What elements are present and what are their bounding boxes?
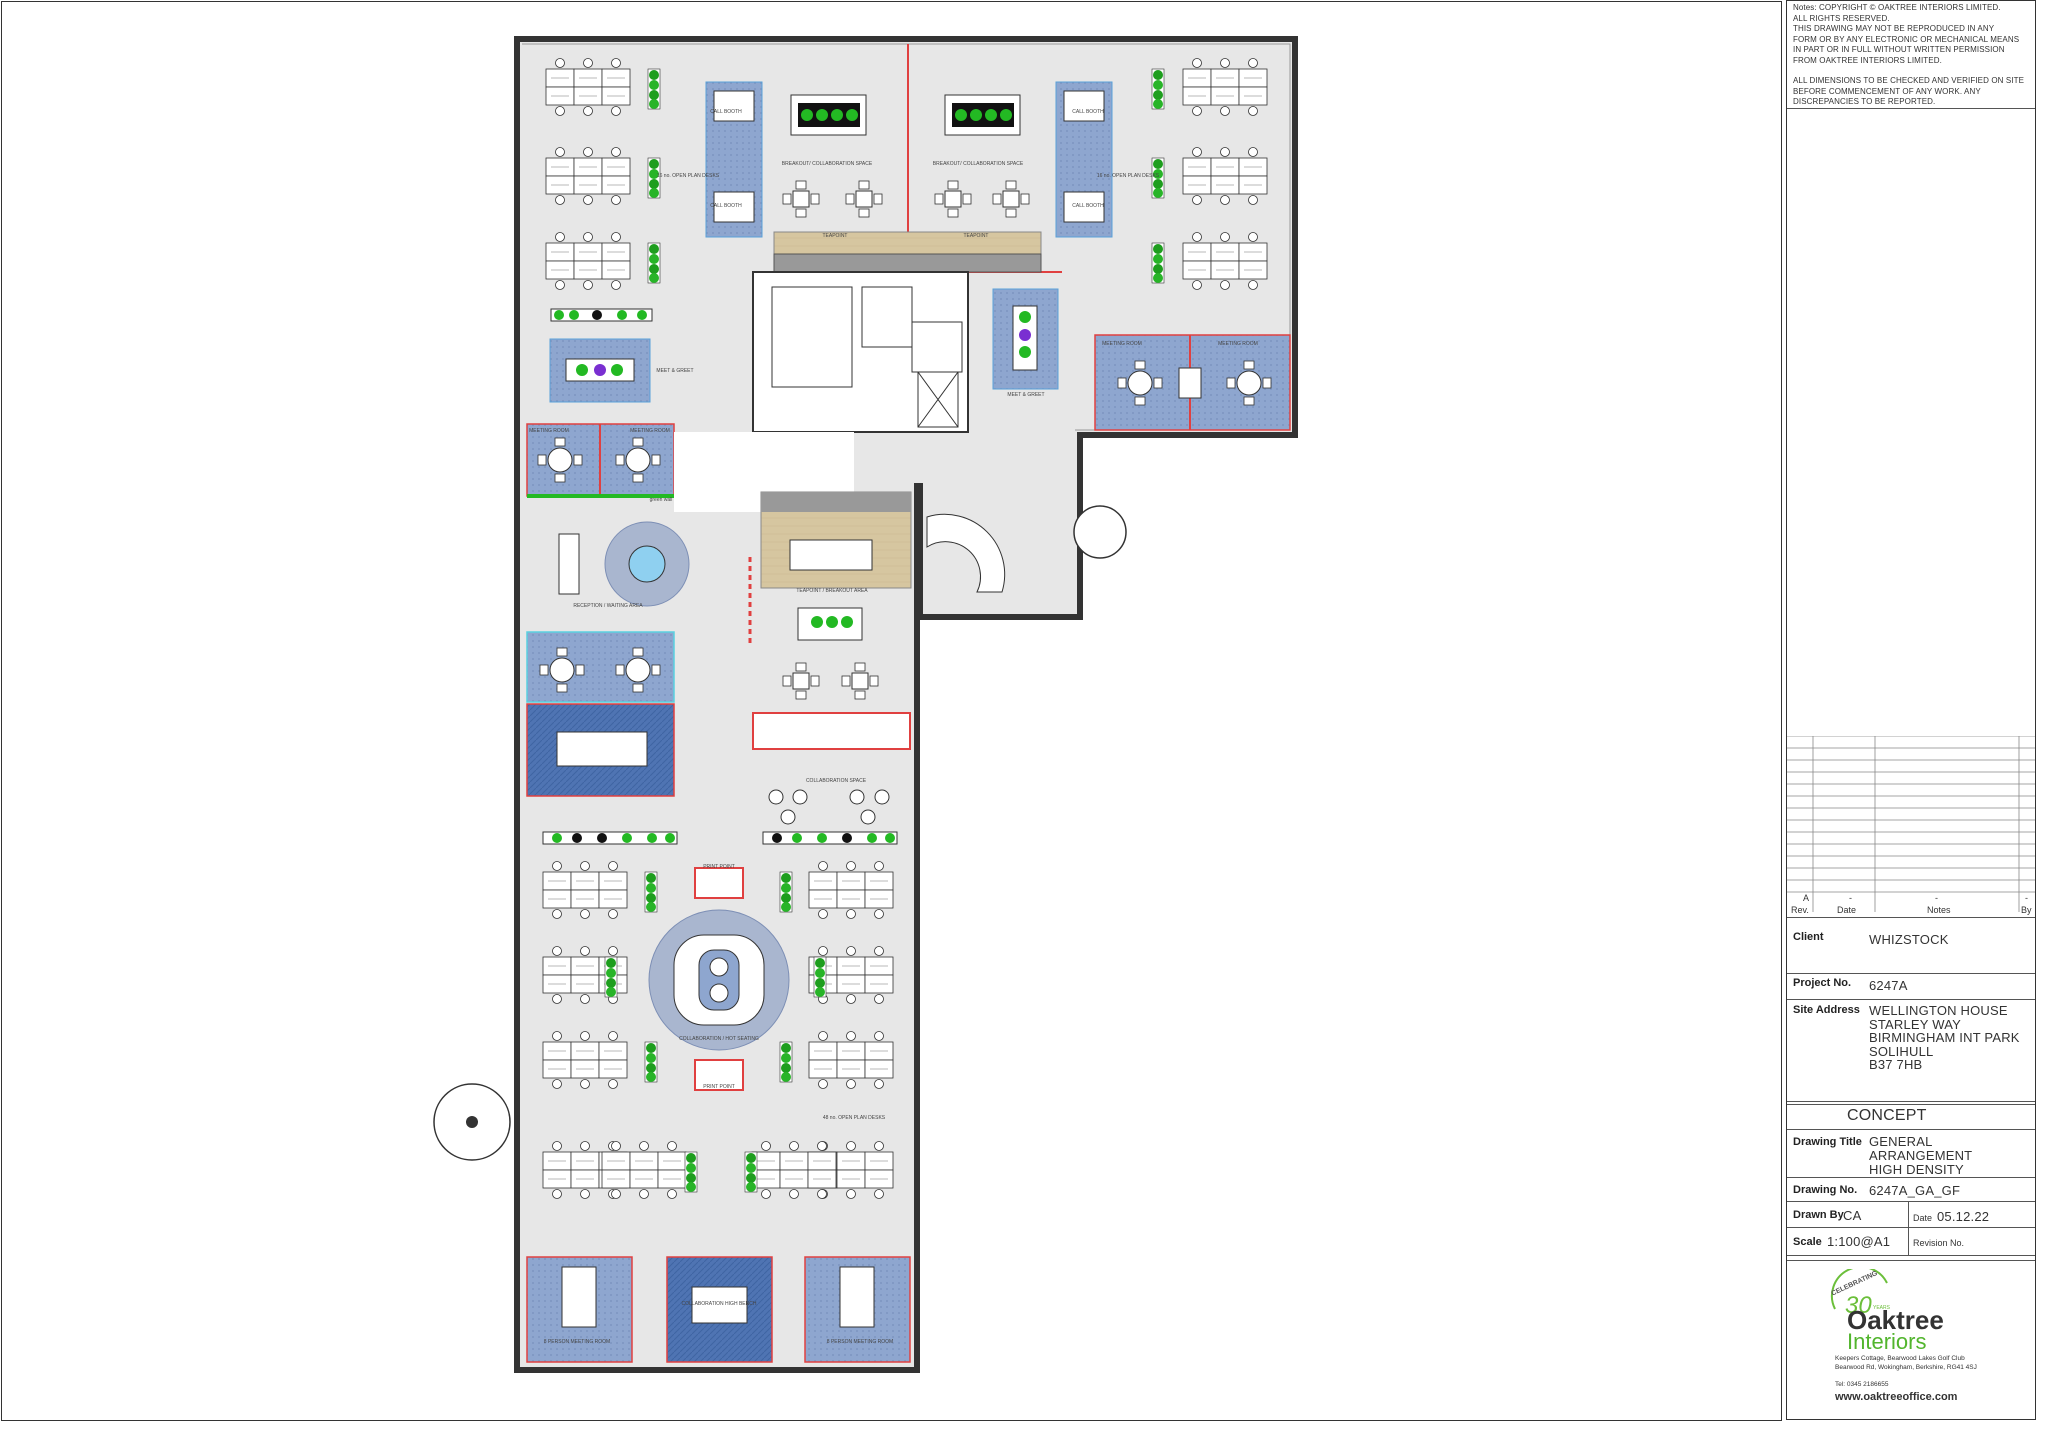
print-point-top	[694, 867, 744, 899]
print-point-bottom	[694, 1059, 744, 1091]
plan-label-open-plan-left: 16 no. OPEN PLAN DESKS	[657, 173, 720, 179]
drawn-by-label: Drawn By	[1793, 1209, 1844, 1221]
logo-name: Oaktree	[1847, 1305, 1944, 1335]
project-value: 6247A	[1869, 978, 1908, 993]
plan-label-meeting-room-4: MEETING ROOM	[1218, 341, 1258, 347]
drawing-title-label: Drawing Title	[1793, 1136, 1862, 1148]
plan-label-meeting-room-3: MEETING ROOM	[1102, 341, 1142, 347]
drawing-no-label: Drawing No.	[1793, 1184, 1858, 1196]
copyright-notes: Notes: COPYRIGHT © OAKTREE INTERIORS LIM…	[1793, 3, 2025, 106]
plan-label-meeting-room-2: MEETING ROOM	[630, 428, 670, 434]
site-address-value: WELLINGTON HOUSE STARLEY WAY BIRMINGHAM …	[1869, 1003, 2020, 1072]
website-link[interactable]: www.oaktreeoffice.com	[1835, 1391, 1958, 1403]
rev-value: A	[1803, 893, 1810, 903]
plan-label-booth-3: CALL BOOTH	[1072, 109, 1104, 115]
svg-text:30: 30	[1845, 1292, 1872, 1319]
drawing-title-value: GENERAL ARRANGEMENT HIGH DENSITY	[1869, 1134, 1973, 1177]
date-header: Date	[1837, 905, 1857, 915]
collab-seating	[768, 789, 890, 825]
plan-label-meeting-room-8-left: 8 PERSON MEETING ROOM	[544, 1339, 610, 1345]
plan-label-collab-space: COLLABORATION SPACE	[806, 778, 867, 784]
revision-no-label: Revision No.	[1913, 1238, 1965, 1248]
client-value: WHIZSTOCK	[1869, 932, 1949, 947]
scale-label: Scale	[1793, 1236, 1822, 1248]
logo-sub: Interiors	[1847, 1329, 1927, 1354]
tel: Tel: 0345 2186655	[1835, 1381, 1889, 1388]
site-address-label: Site Address	[1793, 1004, 1860, 1016]
address-line-1: Keepers Cottage, Bearwood Lakes Golf Clu…	[1835, 1355, 1965, 1362]
plan-label-meeting-room-1: MEETING ROOM	[529, 428, 569, 434]
project-label: Project No.	[1793, 977, 1852, 989]
svg-text:YEARS: YEARS	[1873, 1305, 1891, 1311]
plan-label-teapoint-breakout: TEAPOINT / BREAKOUT AREA	[796, 588, 868, 594]
rev-date-value: -	[1849, 893, 1852, 903]
plan-label-booth-4: CALL BOOTH	[1072, 203, 1104, 209]
plan-label-breakout-left: BREAKOUT/ COLLABORATION SPACE	[782, 161, 873, 167]
scale-value: 1:100@A1	[1827, 1234, 1891, 1249]
plan-label-breakout-right: BREAKOUT/ COLLABORATION SPACE	[933, 161, 1024, 167]
by-header: By	[2021, 905, 2032, 915]
plan-label-booth-2: CALL BOOTH	[710, 203, 742, 209]
date-label: Date	[1913, 1213, 1933, 1223]
rev-notes-value: -	[1935, 893, 1938, 903]
plan-label-teapoint-right: TEAPOINT	[963, 233, 988, 239]
client-label: Client	[1793, 931, 1824, 943]
title-block: Notes: COPYRIGHT © OAKTREE INTERIORS LIM…	[1786, 0, 2036, 1420]
notes-header: Notes	[1927, 905, 1951, 915]
oaktree-logo: CELEBRATING 30 YEARS Oaktree Interiors	[1827, 1269, 2027, 1379]
plan-label-collab-high-bench: COLLABORATION HIGH BENCH	[682, 1301, 757, 1307]
plan-label-print-point-top: PRINT POINT	[703, 864, 735, 870]
plan-label-meeting-room-8-right: 8 PERSON MEETING ROOM	[827, 1339, 893, 1345]
plan-label-open-plan-48: 48 no. OPEN PLAN DESKS	[823, 1115, 886, 1121]
revision-table	[1787, 736, 2035, 912]
status-label: CONCEPT	[1847, 1107, 1927, 1124]
date-value: 05.12.22	[1937, 1209, 1990, 1224]
drawn-by-value: CA	[1843, 1208, 1862, 1223]
plan-label-meet-greet-left: MEET & GREET	[656, 368, 693, 374]
breakout-table-left	[790, 94, 867, 136]
breakout-table-right	[944, 94, 1021, 136]
plan-label-green-wall: green wall	[650, 497, 673, 503]
rev-by-value: -	[2025, 893, 2028, 903]
plan-label-booth-1: CALL BOOTH	[710, 109, 742, 115]
collab-bench	[666, 1256, 773, 1363]
address-line-2: Bearwood Rd, Wokingham, Berkshire, RG41 …	[1835, 1364, 1977, 1371]
plan-label-collab-hot-seating: COLLABORATION / HOT SEATING	[679, 1036, 759, 1042]
celebrating-30-badge-icon: CELEBRATING 30 YEARS	[1830, 1269, 1891, 1319]
drawing-no-value: 6247A_GA_GF	[1869, 1183, 1961, 1198]
plan-label-open-plan-right: 16 no. OPEN PLAN DESKS	[1097, 173, 1160, 179]
drawing-frame: BREAKOUT/ COLLABORATION SPACE BREAKOUT/ C…	[1, 1, 1782, 1421]
plan-label-reception: RECEPTION / WAITING AREA	[573, 603, 643, 609]
plan-label-print-point-bottom: PRINT POINT	[703, 1084, 735, 1090]
rev-header: Rev.	[1791, 905, 1809, 915]
plan-label-teapoint-left: TEAPOINT	[822, 233, 847, 239]
plan-label-meet-greet-right: MEET & GREET	[1007, 392, 1044, 398]
floor-plan: BREAKOUT/ COLLABORATION SPACE BREAKOUT/ C…	[433, 36, 1298, 1373]
